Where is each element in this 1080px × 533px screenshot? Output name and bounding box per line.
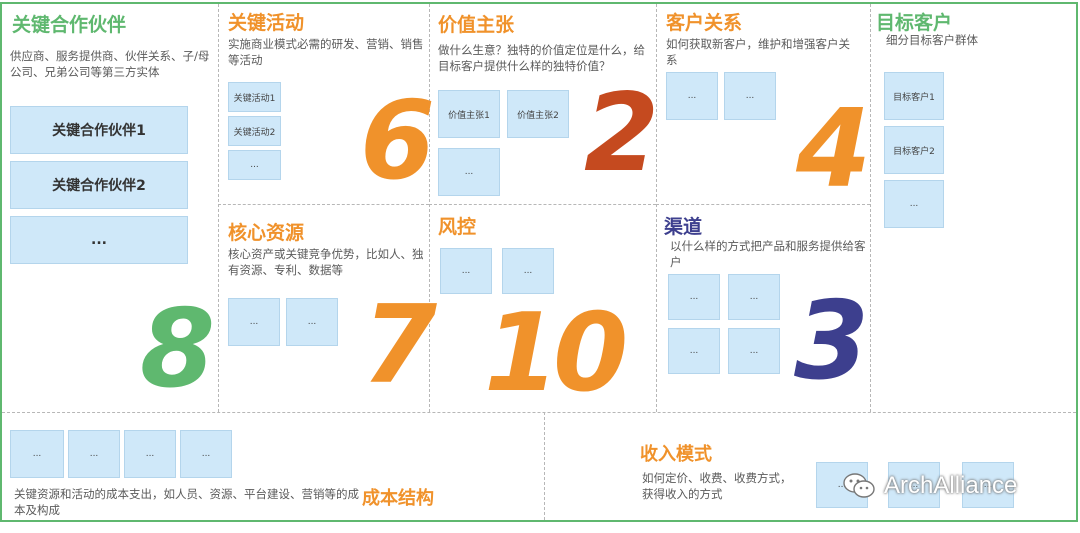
cost-card: ...: [68, 430, 120, 478]
divider: [429, 4, 430, 412]
divider: [870, 4, 871, 412]
value-number: 2: [584, 71, 660, 196]
divider: [218, 4, 219, 412]
divider: [656, 204, 870, 205]
segment-card: ...: [884, 180, 944, 228]
revenue-card: ...: [962, 462, 1014, 508]
relations-title: 客户关系: [666, 12, 743, 34]
divider: [544, 412, 545, 520]
value-title: 价值主张: [438, 14, 515, 36]
activities-number: 6: [360, 79, 436, 204]
segments-desc: 细分目标客户群体: [886, 33, 978, 47]
divider: [2, 412, 1076, 413]
channels-desc: 以什么样的方式把产品和服务提供给客户: [670, 239, 866, 269]
resource-card: ...: [286, 298, 338, 346]
cost-card: ...: [124, 430, 176, 478]
relation-card: ...: [666, 72, 718, 120]
relations-desc: 如何获取新客户，维护和增强客户关系: [666, 37, 850, 67]
cost-card: ...: [180, 430, 232, 478]
segment-card: 目标客户2: [884, 126, 944, 174]
partner-card: 关键合作伙伴1: [10, 106, 188, 154]
partner-card: ...: [10, 216, 188, 264]
divider: [429, 204, 656, 205]
cost-desc: 关键资源和活动的成本支出，如人员、资源、平台建设、营销等的成本及构成: [14, 487, 359, 517]
channel-card: ...: [728, 328, 780, 374]
channel-card: ...: [668, 328, 720, 374]
segments-title: 目标客户: [876, 12, 953, 34]
activities-desc: 实施商业模式必需的研发、营销、销售等活动: [228, 37, 424, 67]
risk-card: ...: [502, 248, 554, 294]
value-desc: 做什么生意？独特的价值定位是什么，给目标客户提供什么样的独特价值？: [438, 43, 645, 73]
risk-title: 风控: [438, 216, 477, 238]
resources-number: 7: [362, 283, 438, 408]
wechat-icon: [843, 473, 875, 498]
channel-card: ...: [728, 274, 780, 320]
partners-number: 8: [140, 287, 216, 412]
risk-number: 10: [484, 291, 628, 416]
revenue-desc: 如何定价、收费、收费方式，获得收入的方式: [642, 471, 792, 501]
value-card: ...: [438, 148, 500, 196]
value-card: 价值主张2: [507, 90, 569, 138]
watermark: ArchAlliance: [842, 472, 1017, 500]
channel-card: ...: [668, 274, 720, 320]
resources-title: 核心资源: [228, 222, 305, 244]
cost-title: 成本结构: [362, 488, 434, 509]
divider: [218, 204, 429, 205]
relations-number: 4: [796, 87, 872, 212]
activity-card: ...: [228, 150, 281, 180]
watermark-text: ArchAlliance: [884, 472, 1018, 499]
activity-card: 关键活动1: [228, 82, 281, 112]
partners-desc: 供应商、服务提供商、伙伴关系、子/母公司、兄弟公司等第三方实体: [10, 49, 210, 79]
relation-card: ...: [724, 72, 776, 120]
segment-card: 目标客户1: [884, 72, 944, 120]
revenue-title: 收入模式: [640, 444, 712, 465]
cost-card: ...: [10, 430, 64, 478]
resource-card: ...: [228, 298, 280, 346]
resources-desc: 核心资产或关键竞争优势，比如人、独有资源、专利、数据等: [228, 247, 424, 277]
partner-card: 关键合作伙伴2: [10, 161, 188, 209]
canvas-border: [0, 2, 1078, 522]
activity-card: 关键活动2: [228, 116, 281, 146]
risk-card: ...: [440, 248, 492, 294]
channels-title: 渠道: [664, 216, 703, 238]
value-card: 价值主张1: [438, 90, 500, 138]
channels-number: 3: [794, 279, 870, 404]
activities-title: 关键活动: [228, 12, 305, 34]
revenue-card: ...: [888, 462, 940, 508]
divider: [656, 4, 657, 412]
partners-title: 关键合作伙伴: [12, 14, 127, 36]
